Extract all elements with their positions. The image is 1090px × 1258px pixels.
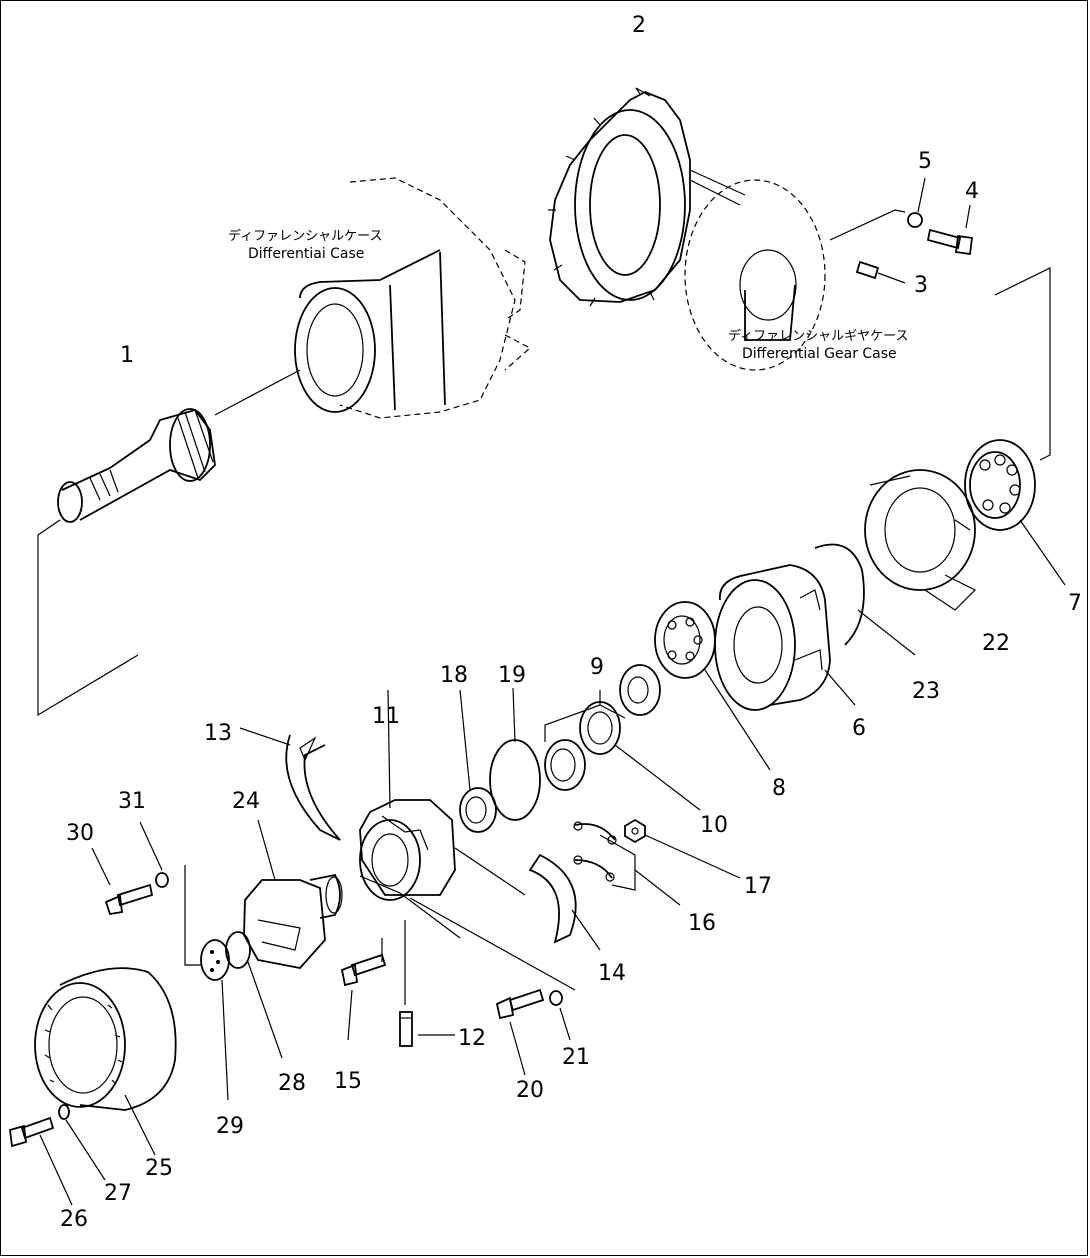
part-25-brake-drum bbox=[34, 967, 177, 1156]
part-9-seal-group bbox=[544, 664, 661, 791]
part-28-o-ring bbox=[225, 931, 283, 1059]
leader-bracket-right bbox=[994, 267, 1051, 461]
differential-gear-case bbox=[684, 169, 826, 371]
part-5-washer bbox=[829, 177, 926, 241]
callout-19: 19 bbox=[498, 663, 526, 688]
callout-18: 18 bbox=[440, 663, 468, 688]
callout-28: 28 bbox=[278, 1071, 306, 1096]
part-2-ring-gear bbox=[548, 87, 691, 307]
callout-9: 9 bbox=[590, 655, 604, 680]
part-11-carrier bbox=[359, 689, 576, 991]
callout-12: 12 bbox=[458, 1026, 486, 1051]
callout-17: 17 bbox=[744, 874, 772, 899]
part-14-brake-shoe bbox=[528, 853, 601, 951]
part-21-washer bbox=[549, 990, 571, 1041]
callout-23: 23 bbox=[912, 679, 940, 704]
part-27-washer bbox=[58, 1104, 106, 1181]
part-3-pin bbox=[855, 260, 906, 284]
part-12-pin bbox=[399, 920, 455, 1047]
part-19-o-ring bbox=[489, 687, 541, 821]
callout-11: 11 bbox=[372, 704, 400, 729]
callout-1: 1 bbox=[120, 343, 134, 368]
callout-4: 4 bbox=[965, 179, 979, 204]
part-1-pinion-shaft bbox=[57, 369, 301, 523]
callout-14: 14 bbox=[598, 961, 626, 986]
callout-3: 3 bbox=[914, 273, 928, 298]
diff-gear-case-label-jp: ディファレンシャルギヤケース bbox=[728, 328, 908, 344]
callout-22: 22 bbox=[982, 631, 1010, 656]
part-7-bearing bbox=[964, 439, 1066, 586]
part-8-bearing bbox=[654, 601, 771, 771]
part-20-bolt bbox=[495, 988, 545, 1076]
callout-26: 26 bbox=[60, 1207, 88, 1232]
part-10-shim bbox=[579, 701, 701, 811]
part-29-plate bbox=[184, 865, 230, 1101]
callout-7: 7 bbox=[1068, 591, 1082, 616]
callout-15: 15 bbox=[334, 1069, 362, 1094]
part-24-hub bbox=[243, 819, 343, 969]
part-23-o-ring bbox=[814, 543, 916, 656]
diff-gear-case-label-en: Differential Gear Case bbox=[742, 346, 897, 362]
callout-20: 20 bbox=[516, 1078, 544, 1103]
callout-5: 5 bbox=[918, 149, 932, 174]
part-17-nut bbox=[624, 818, 741, 879]
part-22-seal-plate bbox=[864, 469, 977, 611]
differential-case bbox=[294, 177, 532, 419]
callout-6: 6 bbox=[852, 716, 866, 741]
part-18-seal bbox=[459, 689, 497, 833]
part-4-bolt bbox=[926, 204, 974, 256]
part-6-housing bbox=[714, 564, 856, 711]
part-30-bolt bbox=[91, 847, 154, 916]
callout-30: 30 bbox=[66, 821, 94, 846]
callout-8: 8 bbox=[772, 776, 786, 801]
part-15-bolt bbox=[340, 938, 387, 1041]
callout-25: 25 bbox=[145, 1156, 173, 1181]
diff-case-label-en: Differentiai Case bbox=[248, 246, 364, 262]
part-26-bolt bbox=[9, 1116, 73, 1206]
callout-31: 31 bbox=[118, 789, 146, 814]
callout-16: 16 bbox=[688, 911, 716, 936]
part-13-brake-shoe bbox=[239, 727, 341, 841]
callout-13: 13 bbox=[204, 721, 232, 746]
callout-24: 24 bbox=[232, 789, 260, 814]
callout-10: 10 bbox=[700, 813, 728, 838]
callout-2: 2 bbox=[632, 13, 646, 38]
leader-bracket-left bbox=[37, 519, 139, 717]
part-16-springs bbox=[573, 821, 681, 906]
part-31-washer bbox=[139, 821, 169, 888]
diff-case-label-jp: ディファレンシャルケース bbox=[228, 228, 382, 244]
callout-29: 29 bbox=[216, 1114, 244, 1139]
callout-21: 21 bbox=[562, 1045, 590, 1070]
callout-27: 27 bbox=[104, 1181, 132, 1206]
